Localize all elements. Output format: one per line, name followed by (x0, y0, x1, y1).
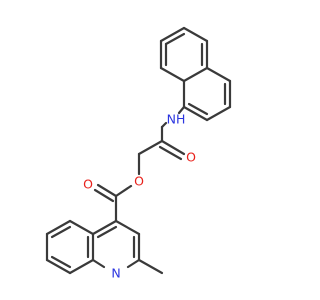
amide-nh-label: NH (167, 112, 186, 127)
carbonyl-oxygen-label: O (83, 177, 93, 192)
amide-linkage (137, 105, 186, 161)
amide-oxygen-label: O (186, 150, 196, 165)
naphthalene-ring-lower (182, 66, 232, 122)
ester-oxygen-label: O (134, 174, 144, 189)
quinoline-nitrogen-label: N (111, 266, 120, 281)
naphthalene-ring-upper (159, 26, 209, 83)
molecule-diagram: NH O O O N (45, 26, 232, 281)
ester-linkage (93, 152, 141, 223)
quinoline-pyridine-ring (91, 219, 164, 275)
quinoline-benzo-ring (45, 219, 95, 275)
